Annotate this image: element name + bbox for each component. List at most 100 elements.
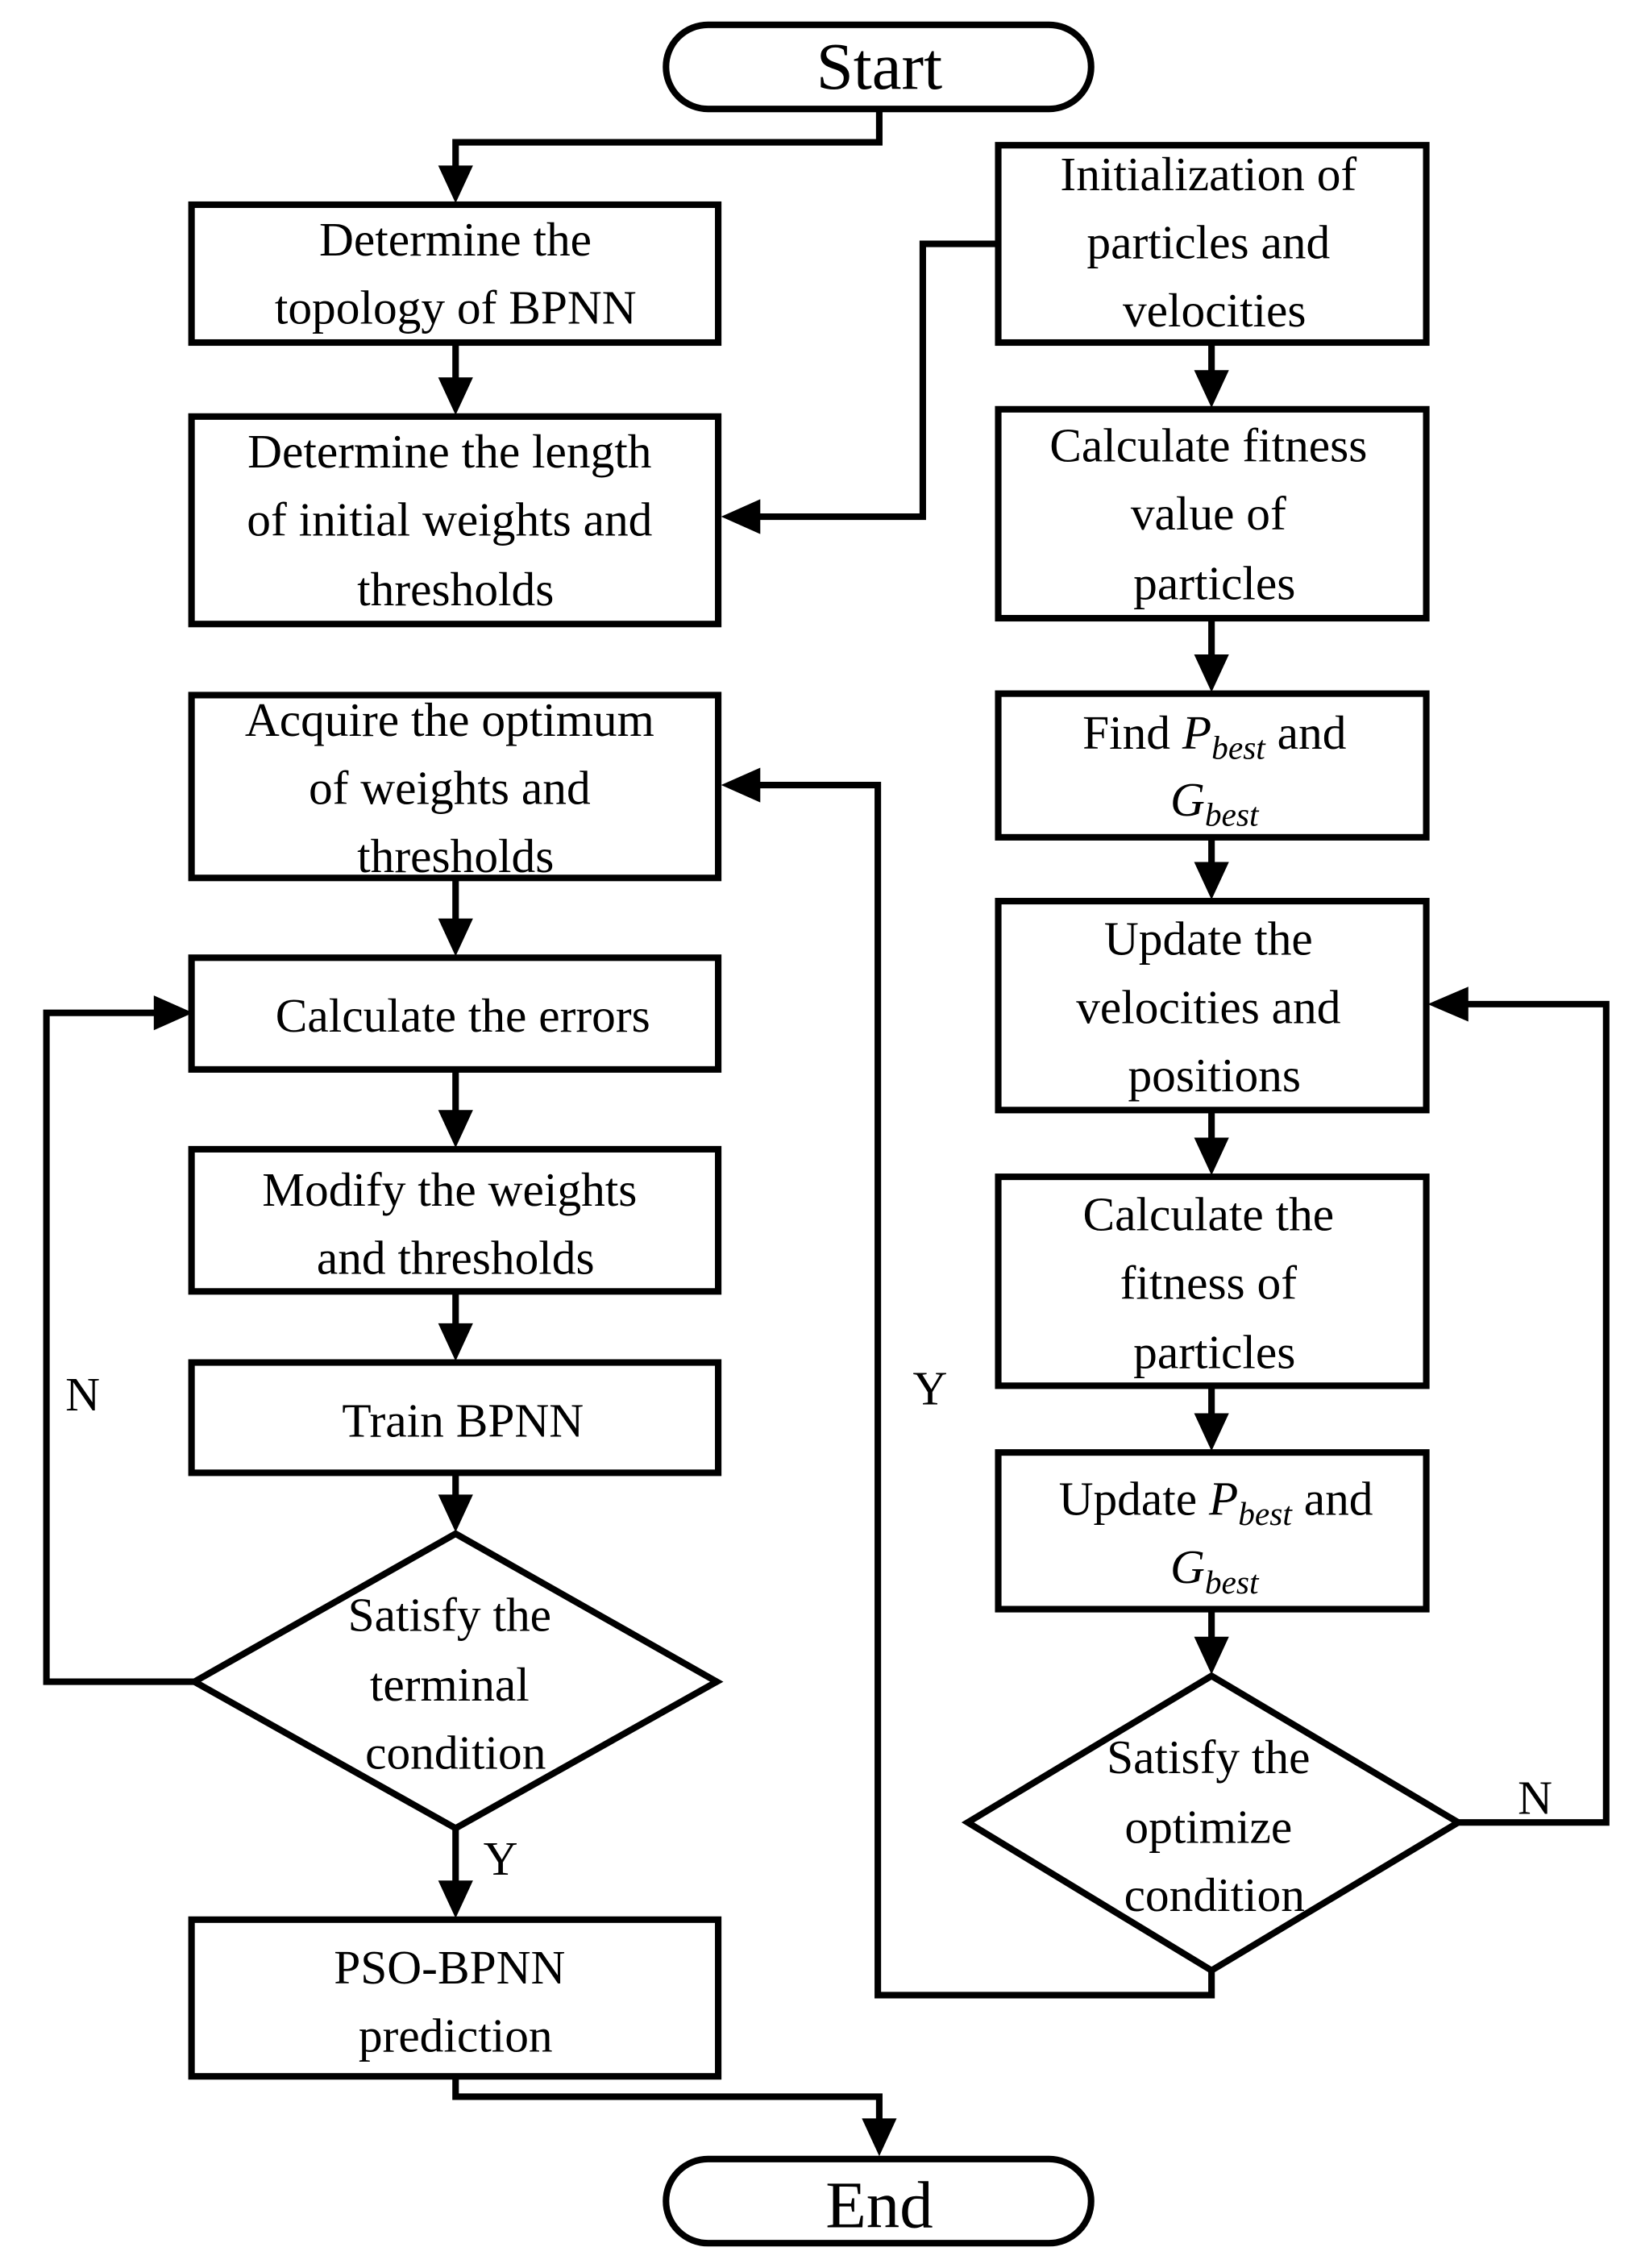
arrowhead-train [438,1323,473,1361]
calculate-errors-label: Calculate the errors [276,989,650,1042]
train-bpnn-box: Train BPNN [188,1359,722,1477]
calculate-particle-fitness-line-3: particles [1133,1326,1295,1379]
arrowhead-update-best [1194,1413,1229,1452]
arrowhead-init-to-length [721,499,761,534]
svg-text:Update Pbest and: Update Pbest and [1059,1473,1373,1533]
initialization-line-1: Initialization of [1060,147,1356,201]
determine-topology-line-2: topology of BPNN [275,281,637,334]
bpnn-yes-label: Y [484,1832,518,1885]
arrow-init-to-length [757,240,999,521]
arrowhead-length [438,377,473,416]
modify-weights-line-1: Modify the weights [262,1163,637,1216]
update-velocities-line-3: positions [1128,1049,1301,1102]
initialization-line-3: velocities [1123,284,1307,337]
update-best-prefix: Update [1059,1473,1209,1526]
arrow-prediction-to-end [452,2076,883,2122]
connectors [43,110,1610,2157]
update-velocities-line-1: Update the [1104,912,1313,966]
optimize-condition-line-3: condition [1124,1868,1305,1921]
terminal-condition-diamond: Satisfy the terminal condition [187,1530,724,1833]
determine-topology-box: Determine the topology of BPNN [188,201,722,347]
svg-text:Modify the weights and t: Modify the weights and thresholds [262,1163,649,1285]
svg-text:PSO-BPNN prediction: PSO-BPNN prediction [334,1941,577,2062]
arrowhead-find [1194,654,1229,692]
modify-weights-line-2: and thresholds [317,1232,595,1285]
optimize-condition-line-1: Satisfy the [1107,1730,1310,1784]
initialization-box: Initialization of particles and velociti… [995,142,1430,347]
update-best-p-sub: best [1238,1495,1293,1532]
arrowhead-calc-fit [1194,1137,1229,1176]
calculate-particle-fitness-line-1: Calculate the [1082,1188,1334,1241]
arrowhead-errors [438,918,473,957]
optimize-condition-line-2: optimize [1124,1800,1292,1853]
update-best-p: P [1208,1473,1238,1526]
svg-text:Calculate the fitness o: Calculate the fitness of particles [1082,1188,1346,1379]
update-velocities-line-2: velocities and [1076,980,1340,1033]
arrow-optimize-no-loop [1458,1000,1610,1826]
svg-text:Update the velocities an: Update the velocities and positions [1076,912,1352,1102]
pso-yes-label: Y [912,1362,947,1415]
arrowhead-terminal-no [153,995,193,1031]
determine-length-line-2: of initial weights and [247,492,652,546]
arrow-optimize-yes-to-optimum [757,782,1215,1999]
svg-text:Find Pbest and: Find Pbest and [1082,706,1346,766]
arrowhead-end [862,2118,897,2157]
calculate-errors-box: Calculate the errors [188,954,722,1073]
determine-topology-line-1: Determine the [319,213,592,266]
acquire-optimum-line-2: of weights and [309,761,591,814]
terminal-condition-line-3: condition [365,1726,546,1780]
svg-text:Acquire the optimum of w: Acquire the optimum of weights and thres… [245,693,667,883]
arrowhead-prediction [438,1880,473,1918]
terminal-condition-line-1: Satisfy the [348,1589,551,1642]
update-best-mid: and [1292,1473,1373,1526]
prediction-line-2: prediction [359,2009,553,2062]
end-terminal: End [663,2155,1095,2247]
arrowhead-optimize-no [1427,987,1469,1022]
update-best-g: G [1170,1540,1205,1593]
find-best-p: P [1182,706,1211,759]
find-best-prefix: Find [1082,706,1182,759]
arrowhead-optimum [721,767,761,803]
arrow-terminal-no-loop [43,1009,195,1685]
prediction-line-1: PSO-BPNN [334,1941,565,1994]
find-best-box: Find Pbest and Gbest [995,690,1430,841]
svg-text:Determine the topology o: Determine the topology of BPNN [275,213,637,334]
find-best-p-sub: best [1211,729,1266,766]
arrow-start-to-topology [452,110,883,168]
determine-length-line-1: Determine the length [247,425,651,478]
svg-text:Initialization of partic: Initialization of particles and velociti… [1060,147,1369,337]
prediction-box: PSO-BPNN prediction [188,1916,722,2080]
determine-length-line-3: thresholds [357,563,554,616]
arrowhead-optimize [1194,1636,1229,1675]
end-label: End [825,2167,933,2241]
svg-text:Gbest: Gbest [1170,1540,1260,1601]
modify-weights-box: Modify the weights and thresholds [188,1145,722,1295]
arrowhead-modify [438,1110,473,1149]
find-best-g: G [1170,773,1205,826]
arrowhead-update-vel [1194,862,1229,900]
acquire-optimum-line-1: Acquire the optimum [245,693,654,746]
calculate-particle-fitness-box: Calculate the fitness of particles [995,1173,1430,1389]
initialization-line-2: particles and [1086,216,1330,269]
find-best-g-sub: best [1205,795,1260,833]
determine-length-box: Determine the length of initial weights … [188,413,722,628]
svg-text:Calculate fitness value: Calculate fitness value of particles [1049,419,1379,610]
arrowhead-terminal [438,1494,473,1533]
optimize-condition-diamond: Satisfy the optimize condition [961,1672,1465,1975]
pso-no-label: N [1518,1771,1552,1824]
calculate-fitness-line-2: value of [1131,487,1286,540]
arrowhead-fitness [1194,370,1229,409]
terminal-condition-line-2: terminal [370,1658,530,1711]
update-best-box: Update Pbest and Gbest [995,1449,1430,1613]
svg-text:Satisfy the terminal: Satisfy the terminal condition [348,1589,563,1780]
update-best-g-sub: best [1205,1564,1260,1601]
svg-text:Gbest: Gbest [1170,773,1260,833]
svg-text:Satisfy the optimize: Satisfy the optimize condition [1107,1730,1322,1921]
calculate-fitness-line-1: Calculate fitness [1049,419,1367,472]
start-label: Start [816,29,942,103]
find-best-mid: and [1265,706,1347,759]
train-bpnn-label: Train BPNN [342,1394,584,1447]
arrowhead-topology [438,165,473,204]
calculate-particle-fitness-line-2: fitness of [1120,1256,1298,1309]
